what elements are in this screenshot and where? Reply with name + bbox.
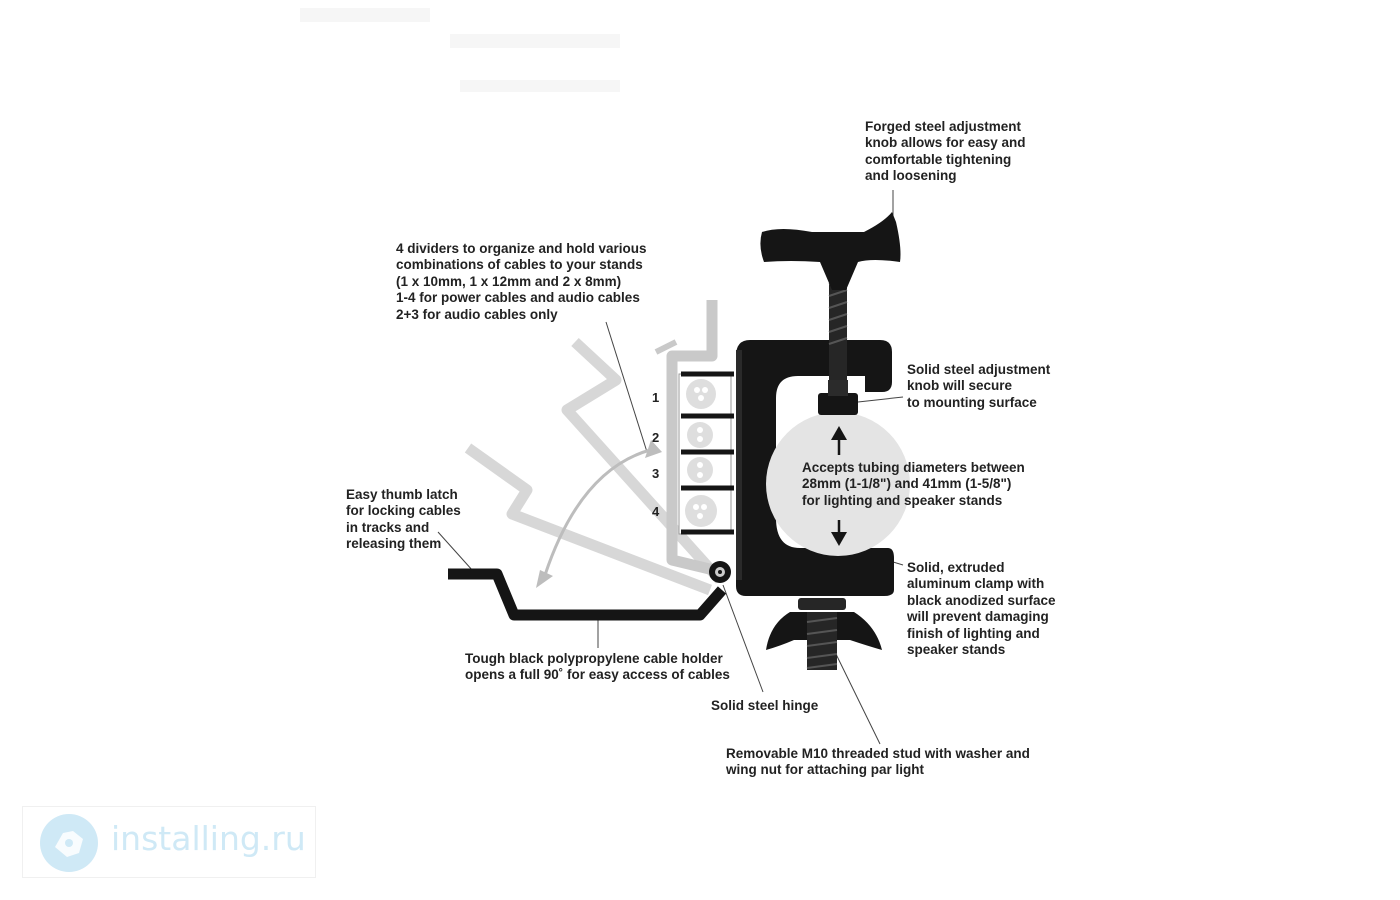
stud-wingnut — [766, 598, 882, 670]
cable-holder-grey — [654, 300, 724, 578]
callout-stud: Removable M10 threaded stud with washer … — [726, 746, 1030, 778]
leader-lines — [437, 190, 904, 745]
watermark: installing.ru — [22, 806, 316, 878]
cable-holder-black — [448, 568, 727, 621]
watermark-logo-icon — [40, 814, 98, 872]
cable-holder-open-ghosts — [464, 337, 725, 596]
adjust-puck — [818, 380, 858, 415]
divider-number-4: 4 — [652, 504, 660, 519]
hinge — [709, 561, 731, 583]
divider-number-1: 1 — [652, 390, 660, 405]
divider-slots — [678, 371, 734, 535]
divider-number-2: 2 — [652, 430, 660, 445]
clamp-body — [736, 340, 894, 596]
t-knob — [760, 212, 901, 290]
divider-number-3: 3 — [652, 466, 660, 481]
watermark-text: installing.ru — [111, 819, 306, 858]
callout-hinge: Solid steel hinge — [711, 698, 819, 713]
tube-circle — [766, 412, 910, 556]
swing-arc-arrow — [536, 440, 662, 588]
background-ghost — [300, 8, 620, 92]
